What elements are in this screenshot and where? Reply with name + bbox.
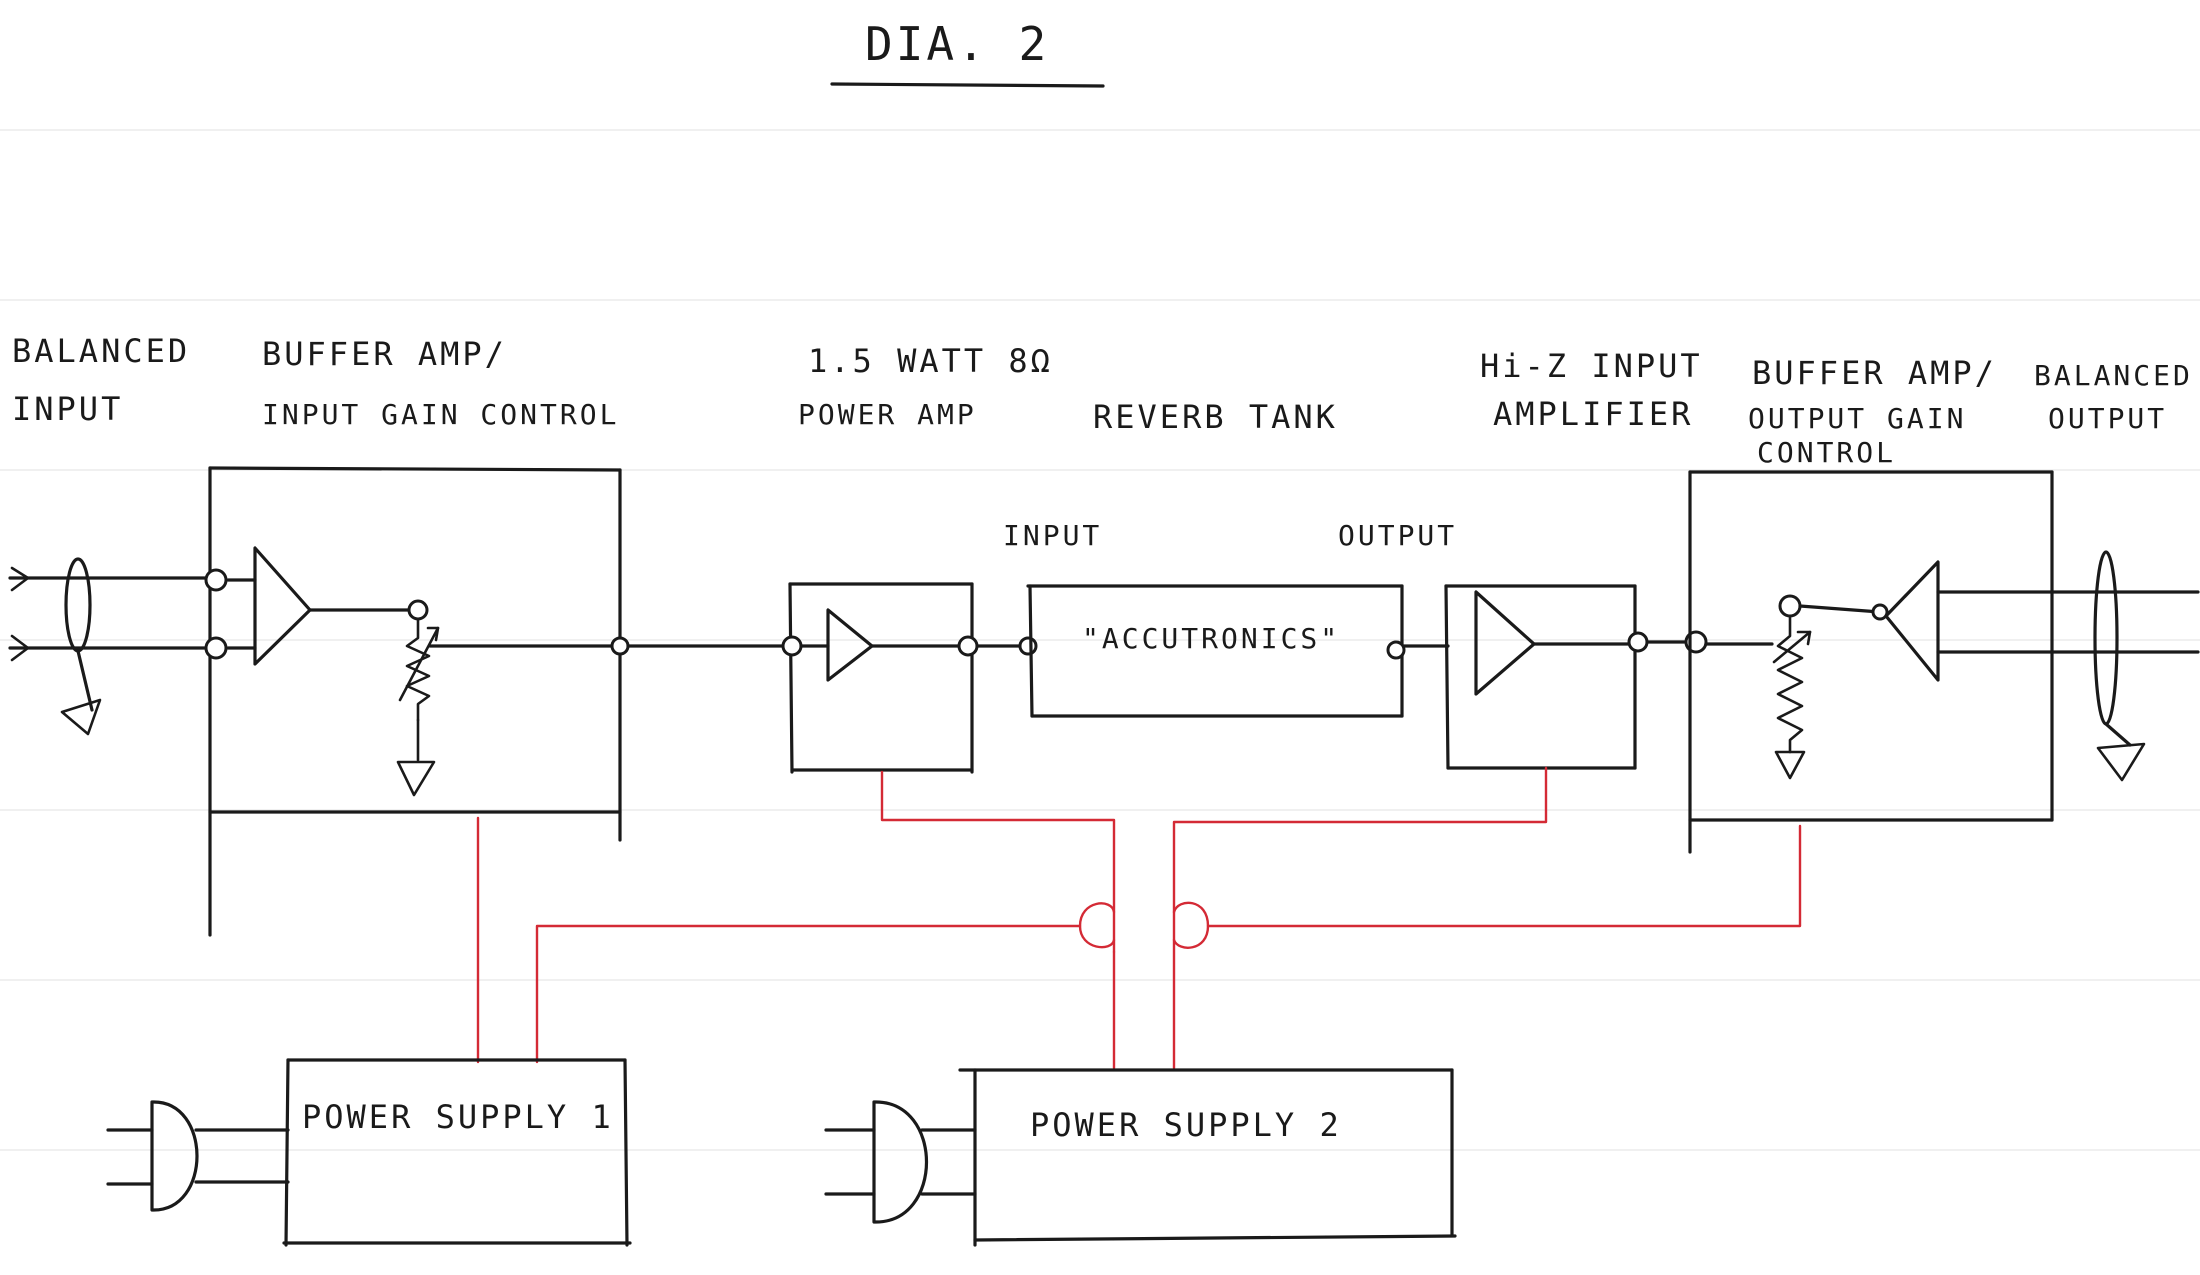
- hiz-amp-label-2: AMPLIFIER: [1493, 395, 1693, 433]
- reverb-tank-brand: "ACCUTRONICS": [1082, 622, 1340, 655]
- buffer-out-label: BUFFER AMP/: [1752, 354, 1997, 392]
- power-amp-input-jack: [781, 635, 803, 657]
- buffer-in-label-2: INPUT GAIN CONTROL: [262, 398, 619, 431]
- hiz-amp-symbol: [1474, 590, 1630, 696]
- power-wiring: [476, 766, 1802, 1070]
- power-supply-1-label: POWER SUPPLY 1: [302, 1098, 614, 1136]
- hiz-amp-output-jack: [1627, 631, 1649, 653]
- reverb-tank-label: REVERB TANK: [1093, 398, 1338, 436]
- power-plug-1-icon: [106, 1100, 290, 1212]
- hiz-amp-block: [1444, 584, 1637, 770]
- input-buffer-block: [208, 466, 622, 937]
- output-buffer-amp-symbol: [1798, 560, 2200, 682]
- output-gain-potentiometer: [1704, 594, 1812, 780]
- power-supply-1-block: [282, 1058, 632, 1247]
- input-buffer-output-jack: [610, 636, 630, 656]
- output-buffer-block: [1688, 470, 2054, 854]
- balanced-input-label-2: INPUT: [12, 390, 123, 428]
- tank-input-jack: [1018, 636, 1038, 656]
- balanced-output-connector: [2093, 550, 2146, 782]
- title-underline: [830, 82, 1105, 88]
- power-supply-2-label: POWER SUPPLY 2: [1030, 1106, 1342, 1144]
- balanced-input-connector: [8, 557, 207, 736]
- input-buffer-amp-symbol: [226, 546, 412, 666]
- input-gain-potentiometer: [396, 599, 440, 797]
- buffer-in-label: BUFFER AMP/: [262, 335, 507, 373]
- hiz-amp-label: Hi-Z INPUT: [1480, 347, 1703, 385]
- tank-input-label: INPUT: [1003, 519, 1102, 552]
- power-supply-2-block: [958, 1068, 1457, 1247]
- power-amp-symbol: [799, 608, 962, 682]
- tank-output-jack: [1386, 640, 1406, 660]
- buffer-out-label-3: CONTROL: [1757, 436, 1896, 469]
- buffer-out-label-2: OUTPUT GAIN: [1748, 402, 1966, 435]
- power-amp-label-2: POWER AMP: [798, 398, 977, 431]
- balanced-input-label: BALANCED: [12, 332, 190, 370]
- power-amp-output-jack: [957, 635, 979, 657]
- power-plug-2-icon: [824, 1100, 977, 1224]
- power-amp-block: [788, 582, 974, 774]
- input-jacks: [204, 568, 228, 660]
- diagram-title: DIA. 2: [865, 17, 1049, 71]
- power-amp-label: 1.5 WATT 8Ω: [808, 342, 1053, 380]
- tank-output-label: OUTPUT: [1338, 519, 1457, 552]
- balanced-output-label-2: OUTPUT: [2048, 402, 2167, 435]
- balanced-output-label: BALANCED: [2034, 359, 2193, 392]
